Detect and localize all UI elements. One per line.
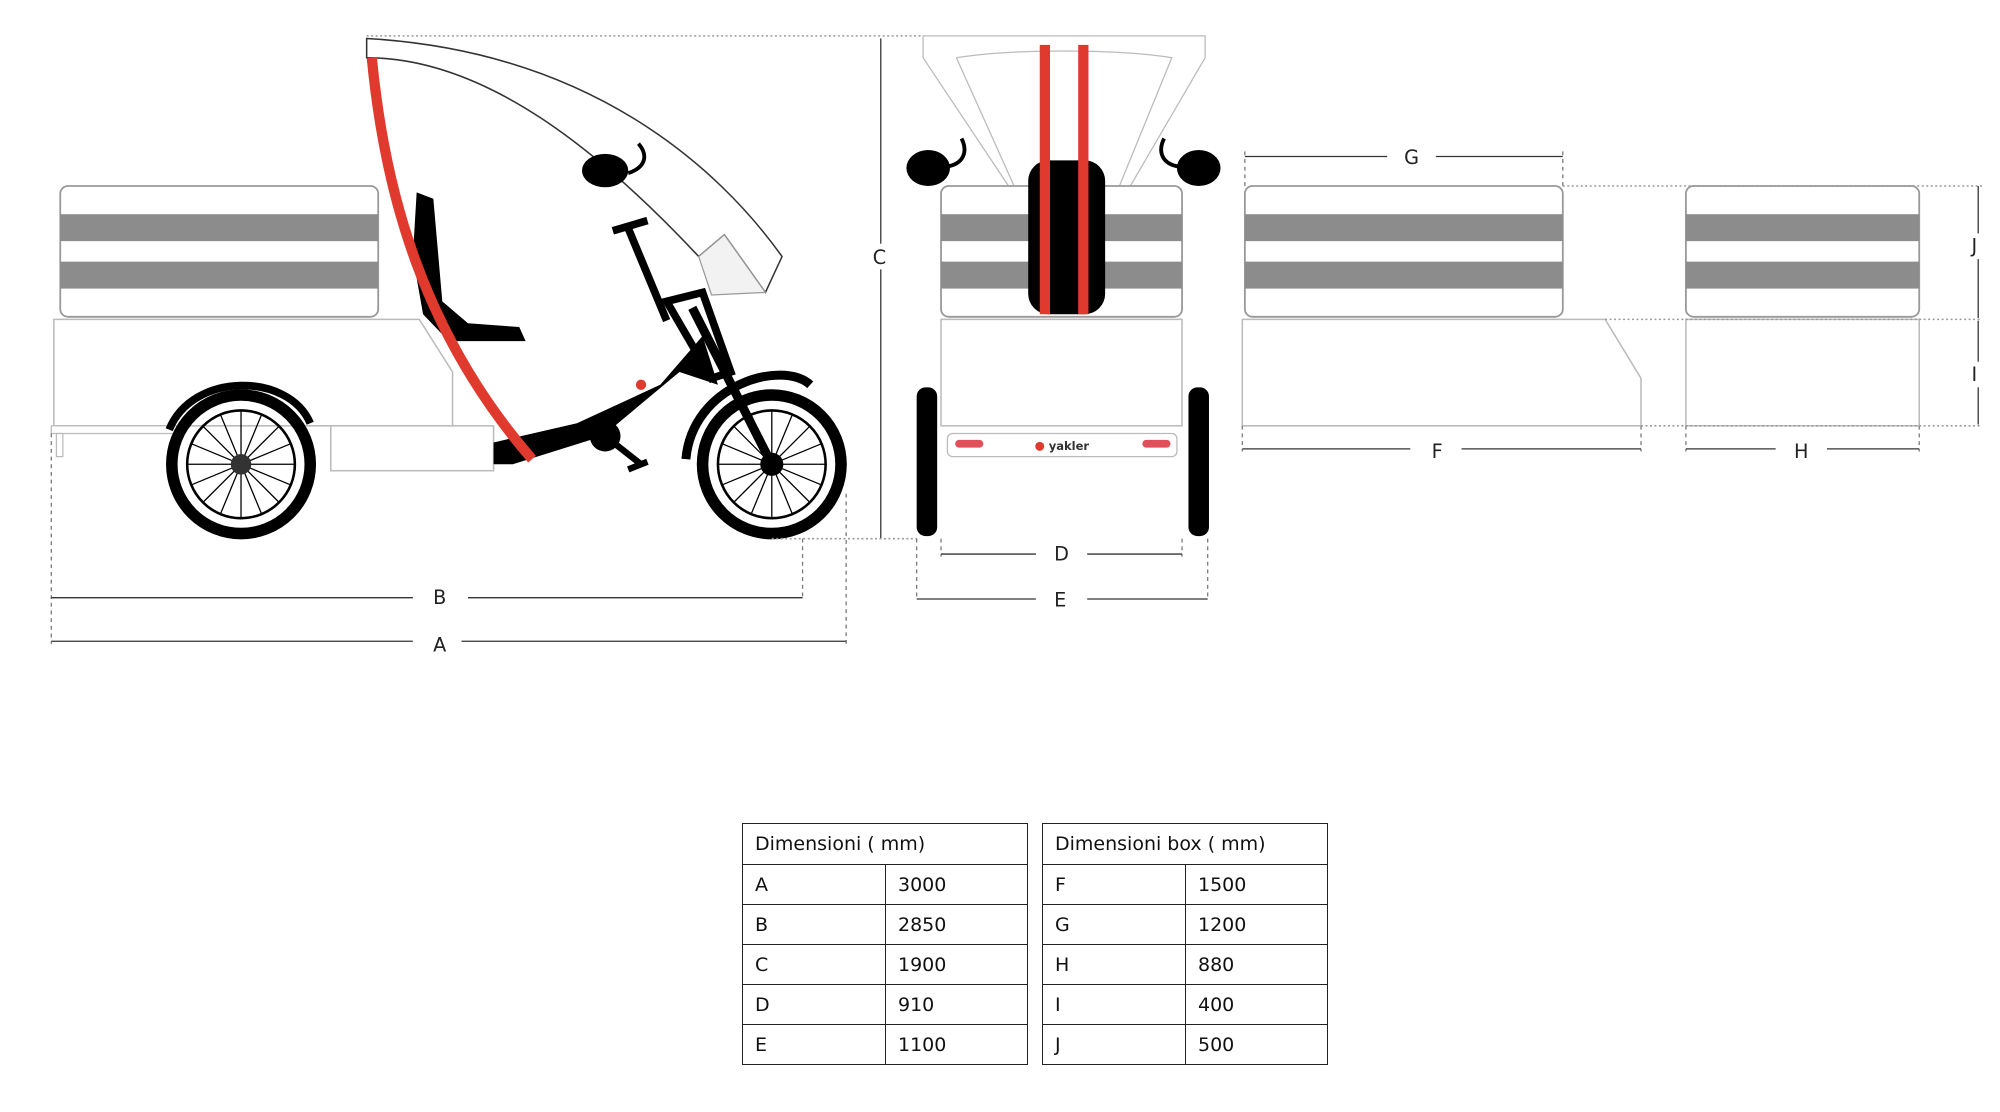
rear-seat	[1028, 160, 1106, 315]
side-frame	[493, 336, 718, 465]
side-under-box	[330, 425, 495, 472]
dim-label-d: D	[1054, 542, 1069, 565]
side-head-tube	[660, 287, 736, 384]
dim-label-g: G	[1404, 146, 1419, 169]
side-seat	[412, 192, 526, 342]
rear-mirror-left	[906, 150, 950, 186]
side-cargo-box-top	[59, 185, 380, 318]
reflector-right	[1142, 439, 1171, 448]
dim-label-h: H	[1794, 440, 1808, 463]
dim-label-i: I	[1972, 363, 1978, 386]
rear-red-pole-right	[1078, 44, 1089, 315]
table-header: Dimensioni ( mm)	[742, 823, 1028, 865]
side-mirror-arm	[627, 142, 647, 175]
side-red-pole	[366, 57, 536, 463]
rear-logo-text: yakler	[1049, 439, 1090, 453]
rear-cargo-body	[940, 318, 1183, 427]
side-base-bar	[50, 425, 181, 435]
dim-label-e: E	[1054, 589, 1066, 612]
side-cargo-body	[53, 318, 454, 427]
dim-label-b: B	[433, 586, 446, 609]
side-handlebar	[611, 216, 671, 323]
box-side-view: G F	[1241, 146, 1642, 463]
table-header: Dimensioni box ( mm)	[1042, 823, 1328, 865]
side-windscreen	[697, 233, 767, 296]
rear-wheel-left	[916, 387, 938, 537]
rear-view: yakler D E	[906, 35, 1221, 612]
rear-red-pole-left	[1039, 44, 1050, 315]
box-front-view: H J I	[1562, 185, 1983, 463]
dim-label-f: F	[1432, 440, 1443, 463]
side-mirror	[582, 153, 629, 188]
rear-wheel-right	[1188, 387, 1209, 537]
reflector-left	[955, 439, 984, 448]
dim-label-a: A	[433, 634, 446, 657]
svg-text:yakler: yakler	[644, 352, 680, 385]
side-view: yakler C B A	[50, 35, 924, 657]
dim-label-c: C	[873, 246, 886, 269]
side-stand	[55, 432, 64, 458]
side-pedal	[603, 433, 649, 473]
rear-wheel	[165, 381, 317, 540]
rear-bumper	[946, 432, 1178, 458]
front-wheel	[681, 370, 847, 540]
dim-label-j: J	[1971, 235, 1978, 258]
rear-mirror-right	[1176, 150, 1221, 186]
